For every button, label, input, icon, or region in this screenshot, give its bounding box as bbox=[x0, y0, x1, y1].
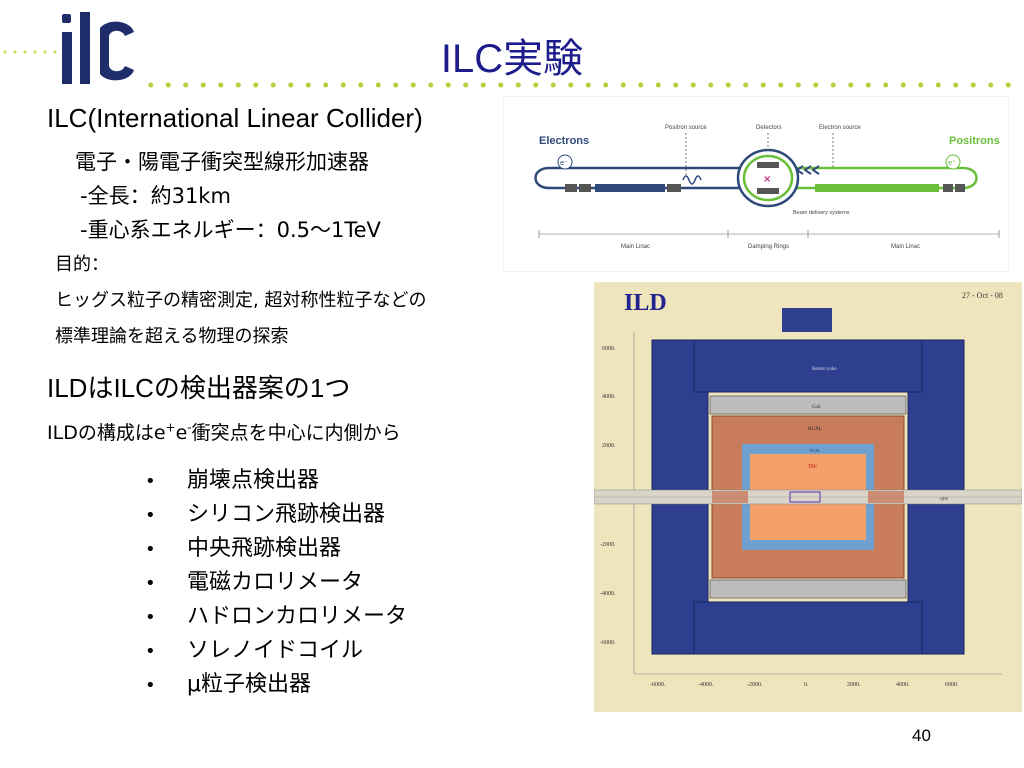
ilc-schematic-diagram: Electrons Positrons Positron source Dete… bbox=[503, 96, 1009, 272]
beam-delivery-label: Beam delivery systems bbox=[793, 210, 850, 216]
list-item: •μ粒子検出器 bbox=[145, 672, 311, 697]
x-tick-label: -6000. bbox=[650, 682, 666, 688]
ild-date: 27 - Oct - 08 bbox=[962, 291, 1003, 300]
damping-ring bbox=[736, 148, 800, 208]
yoke-left-lower bbox=[651, 503, 709, 655]
x-tick-label: -4000. bbox=[698, 682, 714, 688]
return-yoke-label: Return yoke bbox=[812, 367, 837, 372]
yoke-bottom bbox=[693, 601, 923, 655]
undulator-icon bbox=[682, 175, 702, 185]
ilc-name: ILC(International Linear Collider) bbox=[47, 103, 423, 133]
positron-source-label: Positron source bbox=[665, 125, 707, 131]
electron-symbol bbox=[557, 154, 573, 170]
ecal-label: ECAL bbox=[810, 448, 821, 453]
page-number: 40 bbox=[912, 726, 931, 745]
electrons-label: Electrons bbox=[539, 135, 589, 147]
vertex-detector bbox=[789, 491, 821, 503]
tpc-label: TPC bbox=[808, 465, 818, 470]
x-tick-label: 0. bbox=[804, 682, 809, 688]
detector-top bbox=[757, 162, 779, 168]
logo-dots-decoration bbox=[0, 50, 60, 54]
ilc-description: 電子・陽電子衝突型線形加速器 bbox=[75, 150, 369, 174]
yoke-top-plug bbox=[782, 308, 832, 332]
ild-title: ILD bbox=[624, 290, 667, 316]
electron-source-label: Electron source bbox=[819, 125, 861, 131]
y-tick-label: 4000. bbox=[602, 394, 616, 400]
positron-main-linac bbox=[815, 184, 939, 192]
list-item: •電磁カロリメータ bbox=[145, 570, 364, 595]
y-tick-label: -6000. bbox=[600, 640, 616, 646]
coil-bottom bbox=[709, 579, 907, 599]
y-tick-label: -4000. bbox=[600, 591, 616, 597]
coil-label: Coil bbox=[812, 405, 821, 410]
ild-composition: ILDの構成はe+e-衝突点を中心に内側から bbox=[47, 420, 401, 444]
purpose-line-1: ヒッグス粒子の精密測定, 超対称性粒子などの bbox=[55, 290, 427, 311]
qd0-label: QD0 bbox=[940, 496, 948, 501]
x-tick-label: 2000. bbox=[847, 682, 861, 688]
main-linac-left-label: Main Linac bbox=[621, 244, 650, 250]
x-tick-label: 4000. bbox=[896, 682, 910, 688]
hcal-label: HCAL bbox=[808, 427, 822, 432]
y-tick-label: 2000. bbox=[602, 443, 616, 449]
x-tick-label: 6000. bbox=[945, 682, 959, 688]
ilc-length: -全長：約31km bbox=[80, 184, 231, 208]
list-item: •ハドロンカロリメータ bbox=[145, 604, 408, 629]
detectors-label: Detectors bbox=[756, 125, 782, 131]
component-list: •崩壊点検出器 •シリコン飛跡検出器 •中央飛跡検出器 •電磁カロリメータ •ハ… bbox=[145, 462, 407, 700]
list-item: •崩壊点検出器 bbox=[145, 468, 320, 493]
coil-top bbox=[709, 395, 907, 415]
purpose-label: 目的： bbox=[55, 254, 109, 275]
y-tick-label: -2000. bbox=[600, 542, 616, 548]
detector-bottom bbox=[757, 188, 779, 194]
list-item: •シリコン飛跡検出器 bbox=[145, 502, 386, 527]
yoke-top bbox=[693, 339, 923, 393]
positron-symbol bbox=[945, 154, 961, 170]
header-dots-decoration bbox=[142, 82, 1012, 88]
purpose-line-2: 標準理論を超える物理の探索 bbox=[55, 326, 289, 347]
interaction-point-icon: × bbox=[763, 174, 771, 185]
list-item: •中央飛跡検出器 bbox=[145, 536, 342, 561]
damping-rings-label: Damping Rings bbox=[748, 244, 789, 250]
electron-main-linac bbox=[595, 184, 665, 192]
svg-text:e⁻: e⁻ bbox=[560, 159, 568, 167]
electron-beamline bbox=[534, 166, 739, 190]
positrons-label: Positrons bbox=[949, 135, 1000, 147]
ild-detector-diagram: ILD 27 - Oct - 08 6000. 4000. 2000. -200… bbox=[594, 282, 1022, 712]
ilc-energy: -重心系エネルギー：0.5～1TeV bbox=[80, 218, 381, 242]
slide-title: ILC実験 bbox=[440, 37, 584, 81]
list-item: •ソレノイドコイル bbox=[145, 638, 364, 663]
svg-text:e⁺: e⁺ bbox=[948, 159, 956, 167]
x-tick-label: -2000. bbox=[747, 682, 763, 688]
main-linac-right-label: Main Linac bbox=[891, 244, 920, 250]
y-tick-label: 6000. bbox=[602, 346, 616, 352]
ilc-logo bbox=[62, 12, 134, 84]
ild-heading: ILDはILCの検出器案の1つ bbox=[47, 373, 351, 403]
